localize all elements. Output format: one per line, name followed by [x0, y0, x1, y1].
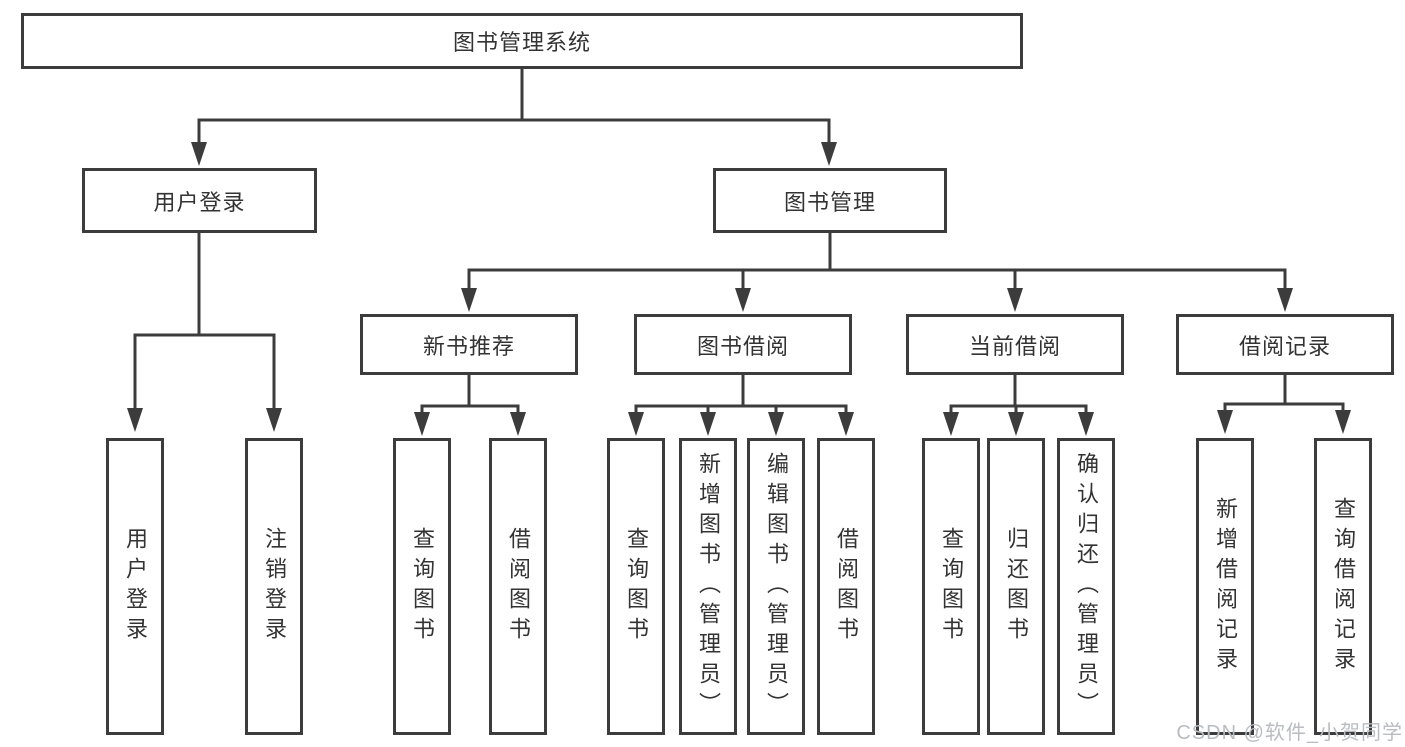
leaf-recommend-borrow-books: 借阅图书: [489, 438, 547, 735]
node-label: 借阅图书: [506, 526, 531, 647]
node-label: 图书管理: [783, 189, 876, 215]
connector-root-to-level2: [191, 69, 837, 166]
node-label: 查询图书: [939, 526, 964, 647]
leaf-records-query-record: 查询借阅记录: [1314, 438, 1372, 735]
node-label: 新增图书（管理员）: [696, 451, 721, 722]
leaf-borrow-borrow-books: 借阅图书: [817, 438, 875, 735]
node-label: 归还图书: [1004, 526, 1029, 647]
node-label: 新增借阅记录: [1213, 496, 1238, 677]
node-label: 当前借阅: [968, 333, 1061, 359]
leaf-logout: 注销登录: [245, 438, 303, 735]
node-book-management: 图书管理: [713, 168, 947, 233]
connector-userlogin-to-leaves: [127, 233, 282, 432]
node-current-borrow: 当前借阅: [906, 314, 1124, 375]
connector-bookborrow-to-leaves: [628, 375, 854, 436]
node-borrow-records: 借阅记录: [1176, 314, 1394, 375]
node-label: 编辑图书（管理员）: [764, 451, 789, 722]
leaf-current-query-books: 查询图书: [922, 438, 980, 735]
leaf-borrow-add-books-admin: 新增图书（管理员）: [679, 438, 737, 735]
leaf-borrow-query-books: 查询图书: [607, 438, 665, 735]
node-library-management-system: 图书管理系统: [21, 13, 1023, 69]
node-label: 用户登录: [153, 189, 246, 215]
node-user-login-group: 用户登录: [82, 168, 317, 233]
node-label: 借阅图书: [834, 526, 859, 647]
connector-bookmgmt-to-level3: [461, 233, 1293, 312]
connector-recommend-to-leaves: [414, 375, 526, 436]
leaf-current-return-books: 归还图书: [987, 438, 1045, 735]
node-new-book-recommend: 新书推荐: [360, 314, 578, 375]
leaf-records-add-record: 新增借阅记录: [1196, 438, 1254, 735]
leaf-borrow-edit-books-admin: 编辑图书（管理员）: [747, 438, 805, 735]
node-label: 查询图书: [624, 526, 649, 647]
csdn-watermark: CSDN @软件_小贺同学: [1176, 722, 1403, 744]
node-label: 查询图书: [410, 526, 435, 647]
node-label: 图书借阅: [696, 333, 789, 359]
node-label: 图书管理系统: [452, 30, 591, 55]
node-label: 新书推荐: [422, 333, 515, 359]
connector-records-to-leaves: [1217, 375, 1351, 434]
node-label: 查询借阅记录: [1331, 496, 1356, 677]
node-label: 注销登录: [262, 526, 287, 647]
leaf-recommend-query-books: 查询图书: [393, 438, 451, 735]
node-label: 确认归还（管理员）: [1074, 451, 1099, 722]
node-label: 借阅记录: [1238, 333, 1331, 359]
connector-currentborrow-to-leaves: [943, 375, 1094, 436]
leaf-current-confirm-return-admin: 确认归还（管理员）: [1057, 438, 1115, 735]
leaf-user-login: 用户登录: [106, 438, 164, 735]
node-label: 用户登录: [123, 526, 148, 647]
node-book-borrow: 图书借阅: [634, 314, 852, 375]
